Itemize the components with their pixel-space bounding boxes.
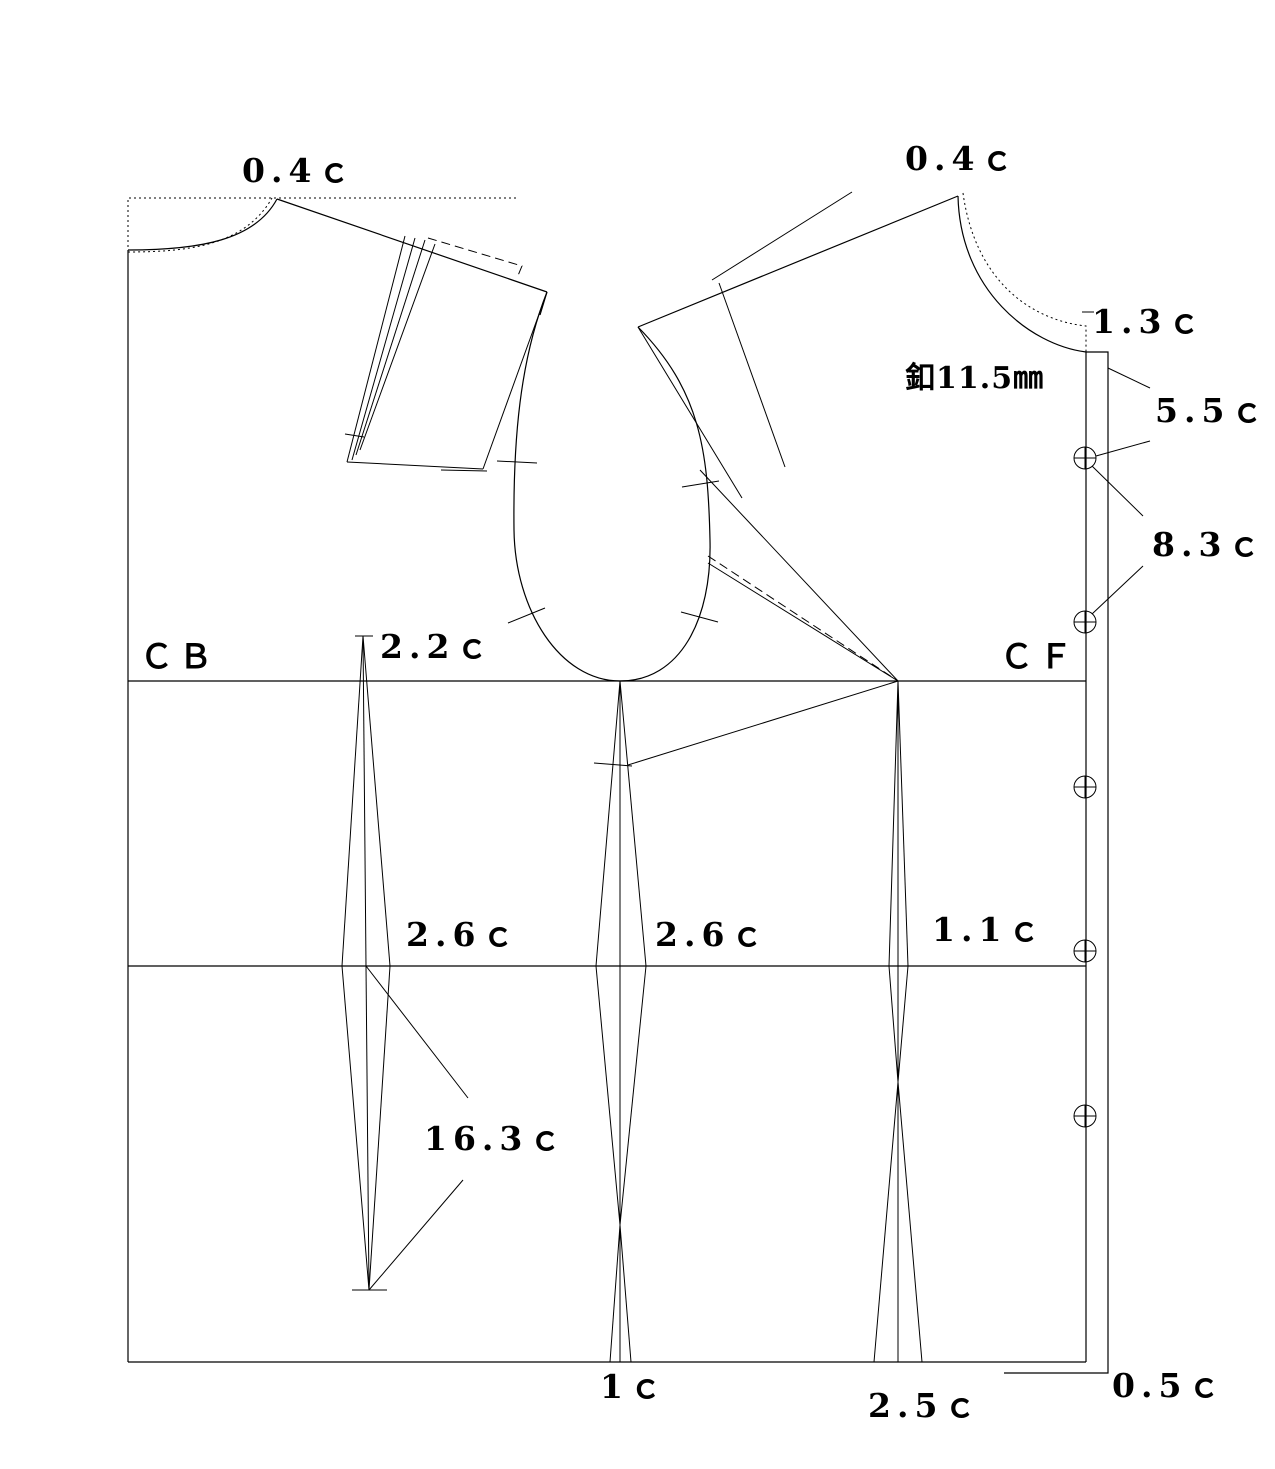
button-size-note: 釦11.5㎜: [905, 361, 1044, 396]
back-neck-drop-label: 0.4ｃ: [242, 151, 356, 190]
center-back-label: ＣＢ: [140, 637, 218, 676]
first-button-label: 5.5ｃ: [1155, 391, 1269, 430]
front-bodice: [593, 191, 1087, 767]
button-spacing-label: 8.3ｃ: [1152, 525, 1266, 564]
front-dart: [873, 680, 923, 1363]
button-icon: [1073, 939, 1097, 963]
button-icon: [1073, 775, 1097, 799]
back-bodice: [127, 197, 548, 1362]
front-hem-label: 2.5ｃ: [868, 1386, 982, 1425]
button-icon: [1073, 610, 1097, 634]
front-neck-drop-label: 0.4ｃ: [905, 139, 1019, 178]
back-dart-length-label: 16.3ｃ: [424, 1119, 567, 1158]
armhole-curve: [496, 291, 720, 682]
back-dart-width-label: 2.6ｃ: [406, 915, 520, 954]
button-icon: [1073, 446, 1097, 470]
side-dart-width-label: 2.6ｃ: [655, 915, 769, 954]
front-neck-extension-label: 1.3ｃ: [1092, 302, 1206, 341]
center-front-label: ＣＦ: [1000, 637, 1078, 676]
front-dart-width-label: 1.1ｃ: [932, 910, 1046, 949]
placket-hem-label: 0.5ｃ: [1112, 1366, 1226, 1405]
back-dart: [341, 635, 469, 1291]
side-hem-label: 1ｃ: [600, 1367, 668, 1406]
back-dart-top-label: 2.2ｃ: [380, 627, 494, 666]
leader-lines: [1091, 367, 1151, 615]
placket: [1004, 311, 1109, 1374]
side-dart: [595, 680, 647, 1363]
construction-lines: [128, 680, 1086, 1363]
button-icon: [1073, 1104, 1097, 1128]
